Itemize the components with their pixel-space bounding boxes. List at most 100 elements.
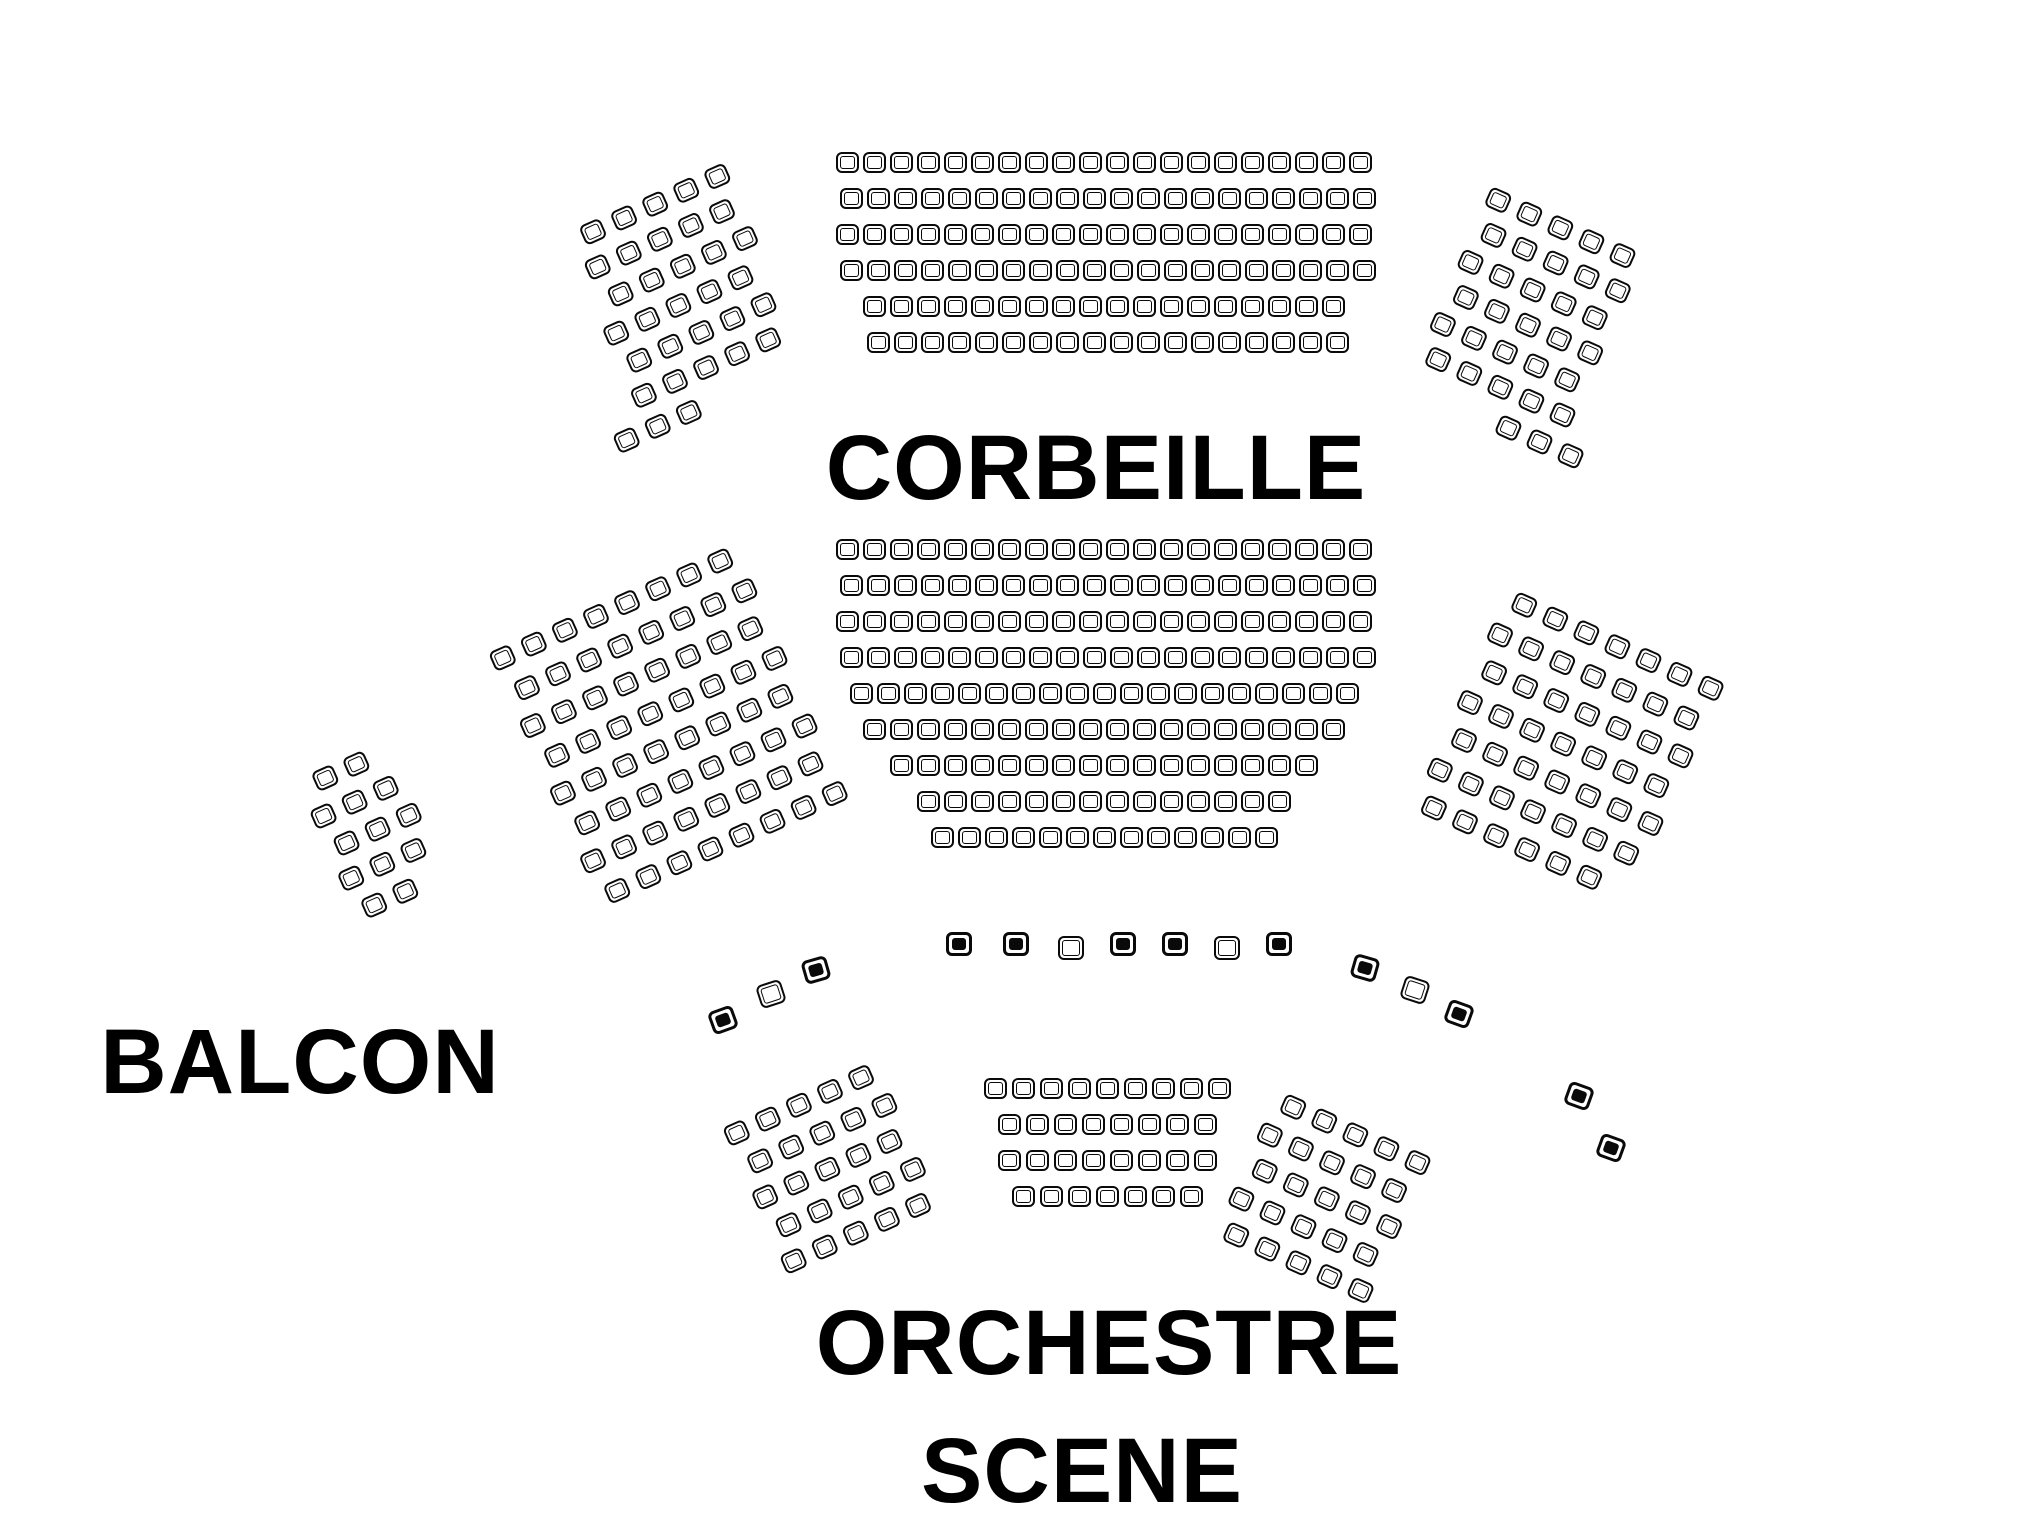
seat[interactable] [1218,647,1242,668]
seat[interactable] [331,828,362,858]
seat[interactable] [1268,611,1291,632]
seat[interactable] [1052,755,1075,776]
seat[interactable] [641,737,671,766]
seat[interactable] [1083,260,1107,281]
seat[interactable] [1268,224,1291,245]
seat[interactable] [308,801,339,831]
seat[interactable] [1218,575,1242,596]
seat[interactable] [1272,188,1296,209]
seat[interactable] [1487,783,1517,813]
seat[interactable] [686,318,717,347]
seat[interactable] [1402,1148,1433,1177]
seat[interactable] [776,1132,807,1162]
seat[interactable] [1604,795,1635,824]
seat[interactable] [1241,791,1264,812]
seat[interactable] [1419,793,1449,823]
seat[interactable] [1137,260,1161,281]
seat[interactable] [971,296,994,317]
seat[interactable] [789,793,819,822]
seat[interactable] [1635,809,1666,838]
seat[interactable] [1152,1078,1175,1099]
seat[interactable] [728,657,759,687]
seat[interactable] [1187,296,1210,317]
seat[interactable] [998,152,1021,173]
seat[interactable] [1353,188,1377,209]
seat[interactable] [1459,324,1489,353]
seat[interactable] [1455,248,1486,277]
seat[interactable] [1509,591,1540,620]
seat[interactable] [1544,324,1575,354]
seat[interactable] [1079,539,1102,560]
seat[interactable] [1640,689,1670,719]
seat[interactable] [998,1114,1021,1135]
seat[interactable] [1025,152,1048,173]
seat[interactable] [1214,296,1237,317]
seat[interactable] [1146,827,1170,848]
seat[interactable] [843,1141,874,1170]
seat[interactable] [672,723,702,753]
seat[interactable] [643,574,673,604]
seat[interactable] [1288,1212,1319,1241]
seat[interactable] [1518,797,1548,826]
seat[interactable] [1252,1234,1283,1264]
seat[interactable] [890,611,913,632]
seat[interactable] [1665,741,1696,771]
seat[interactable] [894,188,918,209]
seat[interactable] [1423,345,1454,374]
seat[interactable] [841,1218,871,1248]
seat[interactable] [1164,647,1188,668]
seat[interactable] [1572,262,1602,292]
seat[interactable] [1481,821,1511,851]
seat[interactable] [890,719,913,740]
seat[interactable] [1326,188,1350,209]
seat[interactable] [1241,611,1264,632]
seat[interactable] [1012,1186,1035,1207]
seat[interactable] [748,290,779,319]
seat[interactable] [310,763,341,793]
loge-seat-dark[interactable] [1442,998,1476,1030]
seat[interactable] [944,152,967,173]
seat[interactable] [890,539,913,560]
seat[interactable] [1025,296,1048,317]
seat[interactable] [1083,575,1107,596]
seat[interactable] [1068,1078,1091,1099]
seat[interactable] [1308,683,1332,704]
seat[interactable] [1610,757,1640,786]
seat[interactable] [1012,1078,1035,1099]
seat[interactable] [1241,539,1264,560]
seat[interactable] [1187,152,1210,173]
seat[interactable] [1119,827,1143,848]
seat[interactable] [1026,1150,1049,1171]
seat[interactable] [1424,755,1455,785]
seat[interactable] [1579,743,1609,773]
seat[interactable] [1106,611,1129,632]
seat[interactable] [1576,227,1607,257]
seat[interactable] [846,1063,876,1092]
seat[interactable] [944,719,967,740]
seat[interactable] [578,217,609,246]
seat[interactable] [1314,1262,1345,1291]
seat[interactable] [807,1118,838,1148]
seat[interactable] [1025,791,1048,812]
seat[interactable] [944,611,967,632]
seat[interactable] [1353,647,1377,668]
seat[interactable] [610,751,640,780]
seat[interactable] [948,260,972,281]
seat[interactable] [840,260,864,281]
seat[interactable] [1516,386,1547,416]
seat[interactable] [1226,1184,1256,1214]
seat[interactable] [921,260,945,281]
seat[interactable] [759,644,790,673]
seat[interactable] [624,345,655,375]
seat[interactable] [1194,1150,1217,1171]
seat[interactable] [1547,648,1577,677]
seat[interactable] [673,642,703,671]
seat[interactable] [704,628,735,657]
seat[interactable] [1257,1198,1288,1228]
seat[interactable] [975,647,999,668]
seat[interactable] [1160,152,1183,173]
seat[interactable] [609,203,640,233]
seat[interactable] [1374,1212,1404,1241]
seat[interactable] [1513,310,1543,340]
seat[interactable] [1079,791,1102,812]
